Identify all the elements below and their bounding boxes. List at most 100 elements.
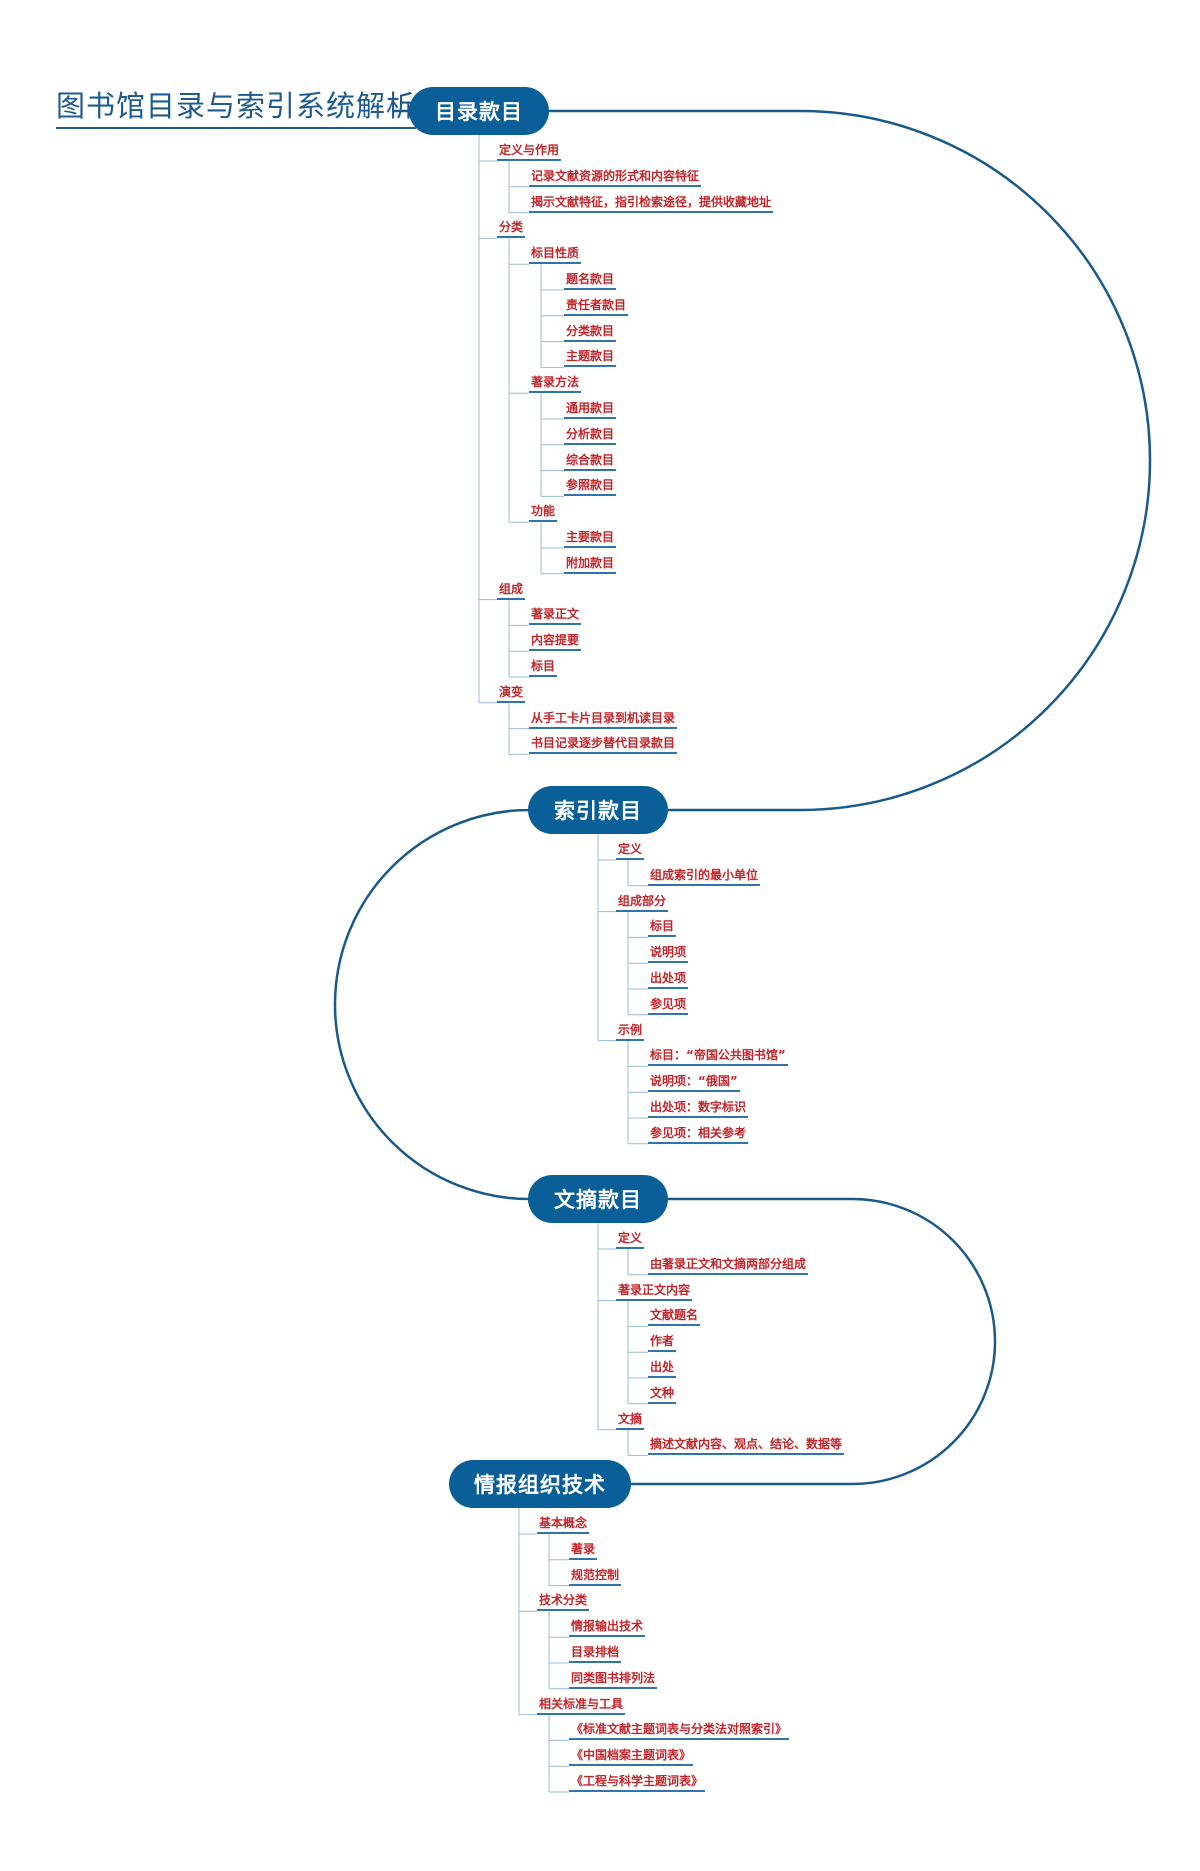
node-0-0[interactable]: 定义与作用 [497, 142, 562, 161]
node-1-1-underline [616, 909, 669, 912]
node-2-1-0-underline [648, 1324, 701, 1327]
node-2-2[interactable]: 文摘 [616, 1411, 645, 1430]
node-0-1-2[interactable]: 功能 [529, 503, 558, 523]
main-topic-1[interactable]: 目录款目 [409, 87, 549, 135]
node-3-0-1-underline [569, 1583, 622, 1586]
node-0-2[interactable]: 组成 [497, 581, 526, 600]
node-0-1-2-1-underline [564, 571, 617, 574]
node-1-0-0-underline [648, 883, 761, 886]
node-3-0[interactable]: 基本概念 [537, 1515, 590, 1534]
node-3-2-label: 相关标准与工具 [539, 1696, 624, 1711]
node-2-1[interactable]: 著录正文内容 [616, 1282, 693, 1301]
node-2-1-0-label: 文献题名 [650, 1308, 699, 1323]
node-0-1-2-0-label: 主要款目 [566, 530, 615, 544]
node-0-1-0-1[interactable]: 责任者款目 [564, 297, 629, 316]
node-3-2-0[interactable]: 《标准文献主题词表与分类法对照索引》 [569, 1721, 790, 1741]
node-1-0[interactable]: 定义 [616, 841, 645, 860]
node-1-2-3[interactable]: 参见项：相关参考 [648, 1125, 749, 1144]
node-0-3-0[interactable]: 从手工卡片目录到机读目录 [529, 710, 678, 729]
node-0-3-0-label: 从手工卡片目录到机读目录 [531, 710, 676, 725]
node-1-1-0-label: 标目 [650, 919, 675, 934]
node-0-3-label: 演变 [499, 684, 524, 699]
node-1-2-2[interactable]: 出处项：数字标识 [648, 1099, 749, 1118]
node-1-2-1[interactable]: 说明项：“俄国” [648, 1073, 740, 1093]
node-0-1-0-1-label: 责任者款目 [566, 297, 627, 312]
node-2-0-0[interactable]: 由著录正文和文摘两部分组成 [648, 1256, 809, 1275]
node-3-1-1[interactable]: 目录排档 [569, 1644, 622, 1663]
node-0-2-2[interactable]: 标目 [529, 658, 558, 677]
node-0-1-0-0[interactable]: 题名款目 [564, 271, 617, 290]
node-2-1-2[interactable]: 出处 [648, 1359, 677, 1378]
node-1-1-3[interactable]: 参见项 [648, 996, 689, 1015]
node-3-0-1-label: 规范控制 [571, 1567, 620, 1582]
node-1-1-3-label: 参见项 [650, 996, 687, 1011]
node-1-1[interactable]: 组成部分 [616, 893, 669, 912]
main-topic-2[interactable]: 索引款目 [528, 786, 668, 834]
node-0-2-2-label: 标目 [531, 659, 556, 673]
node-1-2-0[interactable]: 标目：“帝国公共图书馆” [648, 1047, 788, 1067]
node-1-0-0[interactable]: 组成索引的最小单位 [648, 867, 761, 886]
node-0-1-1-2[interactable]: 综合款目 [564, 452, 617, 471]
node-0-1-1[interactable]: 著录方法 [529, 374, 582, 394]
node-1-0-underline [616, 858, 645, 860]
node-0-2-0[interactable]: 著录正文 [529, 606, 582, 626]
node-0-1-2-0[interactable]: 主要款目 [564, 529, 617, 548]
node-3-2-1[interactable]: 《中国档案主题词表》 [569, 1747, 694, 1767]
node-0-1-underline [497, 236, 526, 239]
node-3-2[interactable]: 相关标准与工具 [537, 1696, 626, 1715]
node-1-2-underline [616, 1038, 645, 1041]
node-3-2-2-underline [569, 1790, 706, 1792]
node-0-1-2-1[interactable]: 附加款目 [564, 555, 617, 574]
node-0-1-1-0[interactable]: 通用款目 [564, 400, 617, 419]
node-3-0-0-underline [569, 1557, 598, 1560]
node-3-1-1-label: 目录排档 [571, 1645, 620, 1659]
node-2-1-3[interactable]: 文种 [648, 1385, 677, 1404]
node-3-0-1[interactable]: 规范控制 [569, 1567, 622, 1586]
node-0-0-1[interactable]: 揭示文献特征，指引检索途径，提供收藏地址 [529, 194, 774, 213]
node-3-1-0[interactable]: 情报输出技术 [569, 1618, 646, 1638]
node-0-1-0-3[interactable]: 主题款目 [564, 348, 617, 368]
node-0-1-1-1[interactable]: 分析款目 [564, 426, 617, 445]
node-0-1-1-3[interactable]: 参照款目 [564, 477, 617, 497]
node-0-1-0-2[interactable]: 分类款目 [564, 323, 617, 342]
node-2-1-0[interactable]: 文献题名 [648, 1307, 701, 1327]
node-3-2-2[interactable]: 《工程与科学主题词表》 [569, 1773, 706, 1792]
node-0-1-0-3-underline [564, 365, 617, 368]
node-0-3[interactable]: 演变 [497, 684, 526, 703]
node-2-1-2-label: 出处 [650, 1360, 675, 1374]
node-0-1-label: 分类 [499, 220, 524, 235]
node-0-0-0-underline [529, 184, 702, 187]
node-0-0-0-label: 记录文献资源的形式和内容特征 [531, 168, 700, 183]
node-0-1-1-2-label: 综合款目 [566, 452, 615, 467]
node-0-2-1[interactable]: 内容提要 [529, 632, 582, 652]
node-0-1-0[interactable]: 标目性质 [529, 245, 582, 265]
node-1-2-2-label: 出处项：数字标识 [650, 1100, 747, 1114]
node-1-1-1[interactable]: 说明项 [648, 944, 689, 964]
node-3-1-2[interactable]: 同类图书排列法 [569, 1670, 658, 1689]
node-1-1-0[interactable]: 标目 [648, 918, 677, 938]
main-topic-4[interactable]: 情报组织技术 [449, 1460, 631, 1508]
node-2-0[interactable]: 定义 [616, 1230, 645, 1249]
node-0-1-1-0-label: 通用款目 [566, 401, 615, 415]
node-0-0-underline [497, 159, 562, 161]
node-3-1-0-label: 情报输出技术 [571, 1619, 644, 1634]
node-0-3-1[interactable]: 书目记录逐步替代目录款目 [529, 735, 678, 755]
node-3-1-label: 技术分类 [539, 1593, 588, 1608]
main-topic-3[interactable]: 文摘款目 [528, 1175, 668, 1223]
node-1-1-3-underline [648, 1012, 689, 1015]
node-2-2-0[interactable]: 摘述文献内容、观点、结论、数据等 [648, 1436, 845, 1456]
node-0-1-0-label: 标目性质 [531, 246, 580, 261]
node-3-1-2-label: 同类图书排列法 [571, 1670, 656, 1685]
node-3-0-0[interactable]: 著录 [569, 1541, 598, 1560]
node-2-1-1[interactable]: 作者 [648, 1333, 677, 1353]
node-3-2-0-label: 《标准文献主题词表与分类法对照索引》 [571, 1722, 788, 1737]
spine-curve-1 [549, 109, 1152, 812]
node-1-2[interactable]: 示例 [616, 1022, 645, 1041]
node-0-0-0[interactable]: 记录文献资源的形式和内容特征 [529, 168, 702, 187]
node-1-1-2-underline [648, 987, 689, 989]
node-1-1-2[interactable]: 出处项 [648, 970, 689, 989]
node-3-1[interactable]: 技术分类 [537, 1592, 590, 1612]
node-1-2-label: 示例 [618, 1022, 643, 1037]
node-0-1[interactable]: 分类 [497, 219, 526, 239]
node-0-2-1-underline [529, 649, 582, 652]
